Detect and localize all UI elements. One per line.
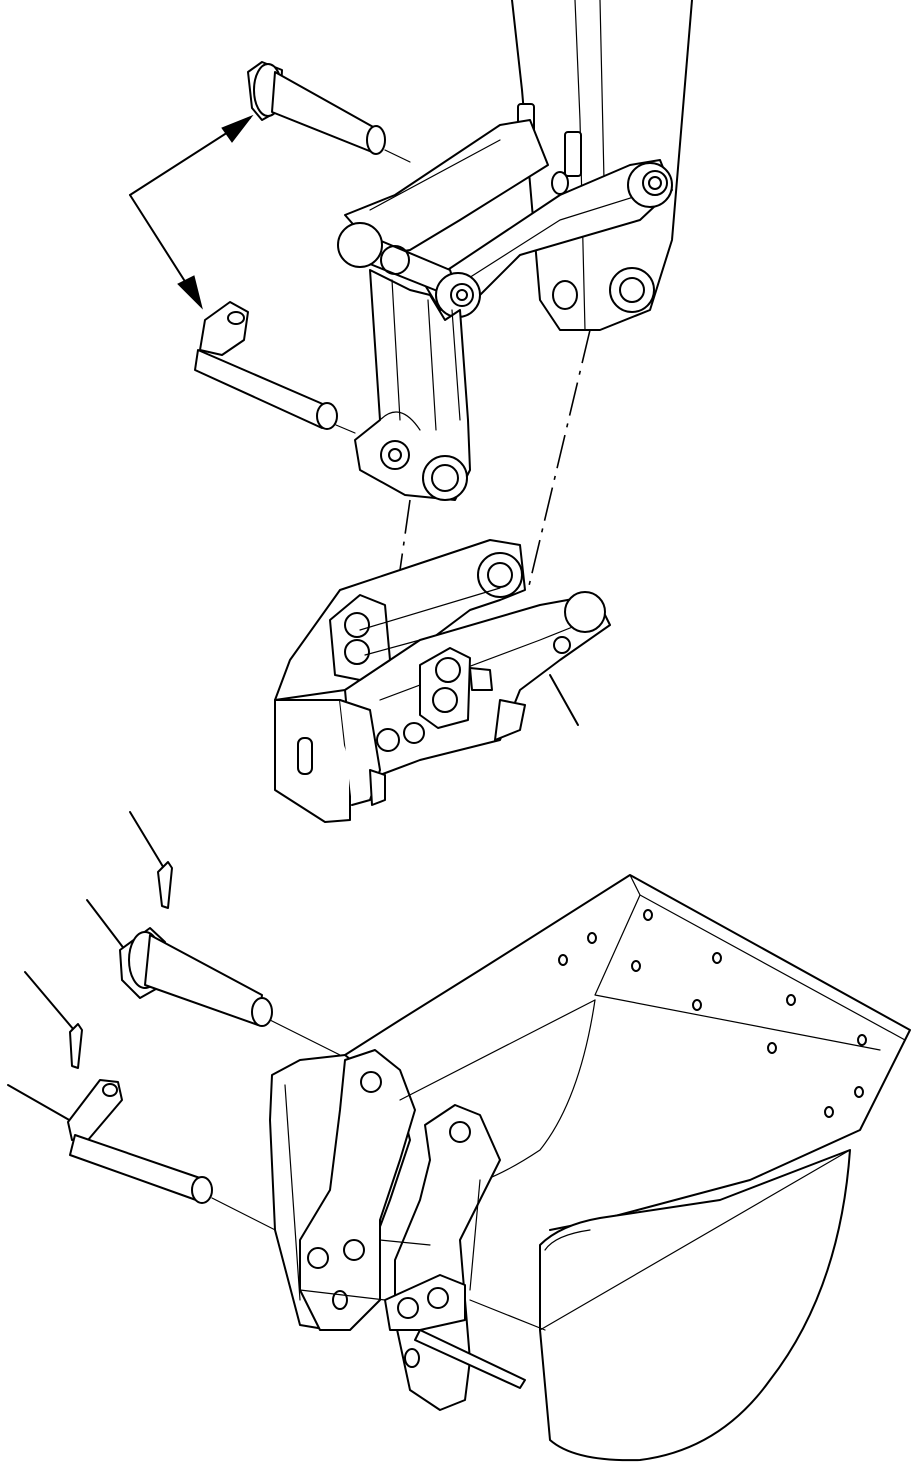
center-line-right xyxy=(527,329,591,591)
bucket xyxy=(269,874,911,1462)
quick-coupler xyxy=(274,539,611,823)
cotter-pin-upper xyxy=(129,811,173,909)
cotter-pin-lower xyxy=(24,971,83,1069)
pin-upper xyxy=(247,61,411,163)
bucket-pin-upper xyxy=(86,899,341,1056)
bucket-pin-lower xyxy=(7,1079,296,1241)
coupler-leader-line xyxy=(549,674,579,726)
pin-lower xyxy=(194,301,356,434)
link-assembly xyxy=(337,119,673,501)
arrow-callouts xyxy=(129,114,254,310)
